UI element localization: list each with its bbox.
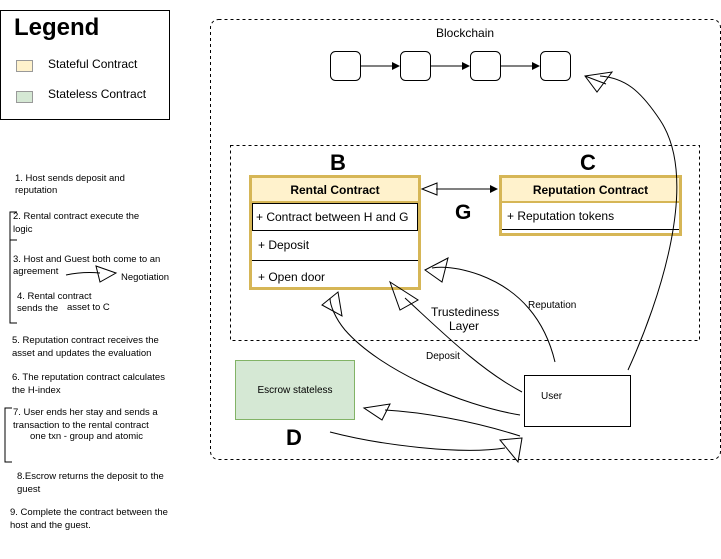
trust-layer-line1: Trustediness — [431, 305, 500, 319]
user-to-escrow-curve — [384, 409, 521, 437]
escrow-label: Escrow stateless — [257, 385, 333, 396]
reputation-contract-title: Reputation Contract — [502, 178, 679, 203]
g-label: G — [455, 201, 472, 224]
escrow-to-user-curve — [329, 431, 506, 451]
reputation-row-tokens: + Reputation tokens — [502, 203, 679, 230]
step-4-line1: 4. Rental contract — [17, 291, 92, 302]
negotiation-arrowhead — [95, 265, 118, 283]
step-2-line1: 2. Rental contract execute the — [13, 211, 140, 222]
negotiation-label: Negotiation — [121, 272, 170, 283]
step-4-line3: asset to C — [67, 302, 110, 313]
step-6-line1: 6. The reputation contract calculates — [12, 372, 165, 383]
step-7-line3: one txn - group and atomic — [30, 431, 144, 442]
block-4 — [540, 51, 571, 81]
rental-row-contract: + Contract between H and G — [252, 203, 418, 231]
step-5-line2: asset and updates the evaluation — [12, 348, 152, 359]
step-9-line2: host and the guest. — [10, 520, 91, 531]
deposit-arrow-label: Deposit — [426, 351, 460, 362]
stateless-swatch — [16, 91, 33, 103]
escrow-letter: D — [286, 425, 302, 450]
user-arrowhead — [499, 437, 523, 464]
step-4-line2: sends the — [17, 303, 59, 314]
reputation-to-rental-arrowhead — [420, 182, 438, 196]
legend-title: Legend — [14, 14, 100, 41]
step-7-line2: transaction to the rental contract — [13, 420, 149, 431]
reputation-arrow-label: Reputation — [528, 300, 577, 311]
reputation-contract: Reputation Contract + Reputation tokens — [499, 175, 682, 236]
step-3-line2: agreement — [13, 266, 59, 277]
escrow-stateless: Escrow stateless — [235, 360, 355, 420]
step-8-line1: 8.Escrow returns the deposit to the — [17, 471, 164, 482]
step-3-line1: 3. Host and Guest both come to an — [13, 254, 161, 265]
step-1-line2: reputation — [15, 185, 58, 196]
user-box: User — [524, 375, 631, 427]
step-8-line2: guest — [17, 484, 41, 495]
blockchain-arrowhead — [584, 71, 614, 93]
rental-row-deposit: + Deposit — [252, 231, 418, 261]
step-6-line2: the H-index — [12, 385, 61, 396]
user-transaction-arrowhead — [321, 291, 343, 317]
trust-layer-line2: Layer — [449, 319, 480, 333]
steps-3-4-bracket — [9, 240, 17, 324]
escrow-arrowhead — [362, 403, 391, 421]
legend-stateful-label: Stateful Contract — [48, 57, 138, 71]
block-1 — [330, 51, 361, 81]
block-2 — [400, 51, 431, 81]
reputation-curve-arrowhead — [424, 257, 449, 283]
step-9-line1: 9. Complete the contract between the — [10, 507, 168, 518]
rental-contract-title: Rental Contract — [252, 178, 418, 203]
step-7-bracket — [4, 407, 12, 463]
reputation-letter: C — [580, 150, 596, 175]
step-2-line2: logic — [13, 224, 33, 235]
user-label: User — [541, 391, 563, 402]
step-5-line1: 5. Reputation contract receives the — [12, 335, 159, 346]
step-1-line1: 1. Host sends deposit and — [15, 173, 125, 184]
negotiation-arrow — [65, 271, 101, 276]
stateful-swatch — [16, 60, 33, 72]
rental-letter: B — [330, 150, 346, 175]
block-3 — [470, 51, 501, 81]
rental-row-open-door: + Open door — [258, 270, 326, 284]
blockchain-label: Blockchain — [436, 26, 495, 40]
legend-stateless-label: Stateless Contract — [48, 87, 147, 101]
step-7-line1: 7. User ends her stay and sends a — [13, 407, 158, 418]
rental-contract: Rental Contract + Contract between H and… — [249, 175, 421, 290]
